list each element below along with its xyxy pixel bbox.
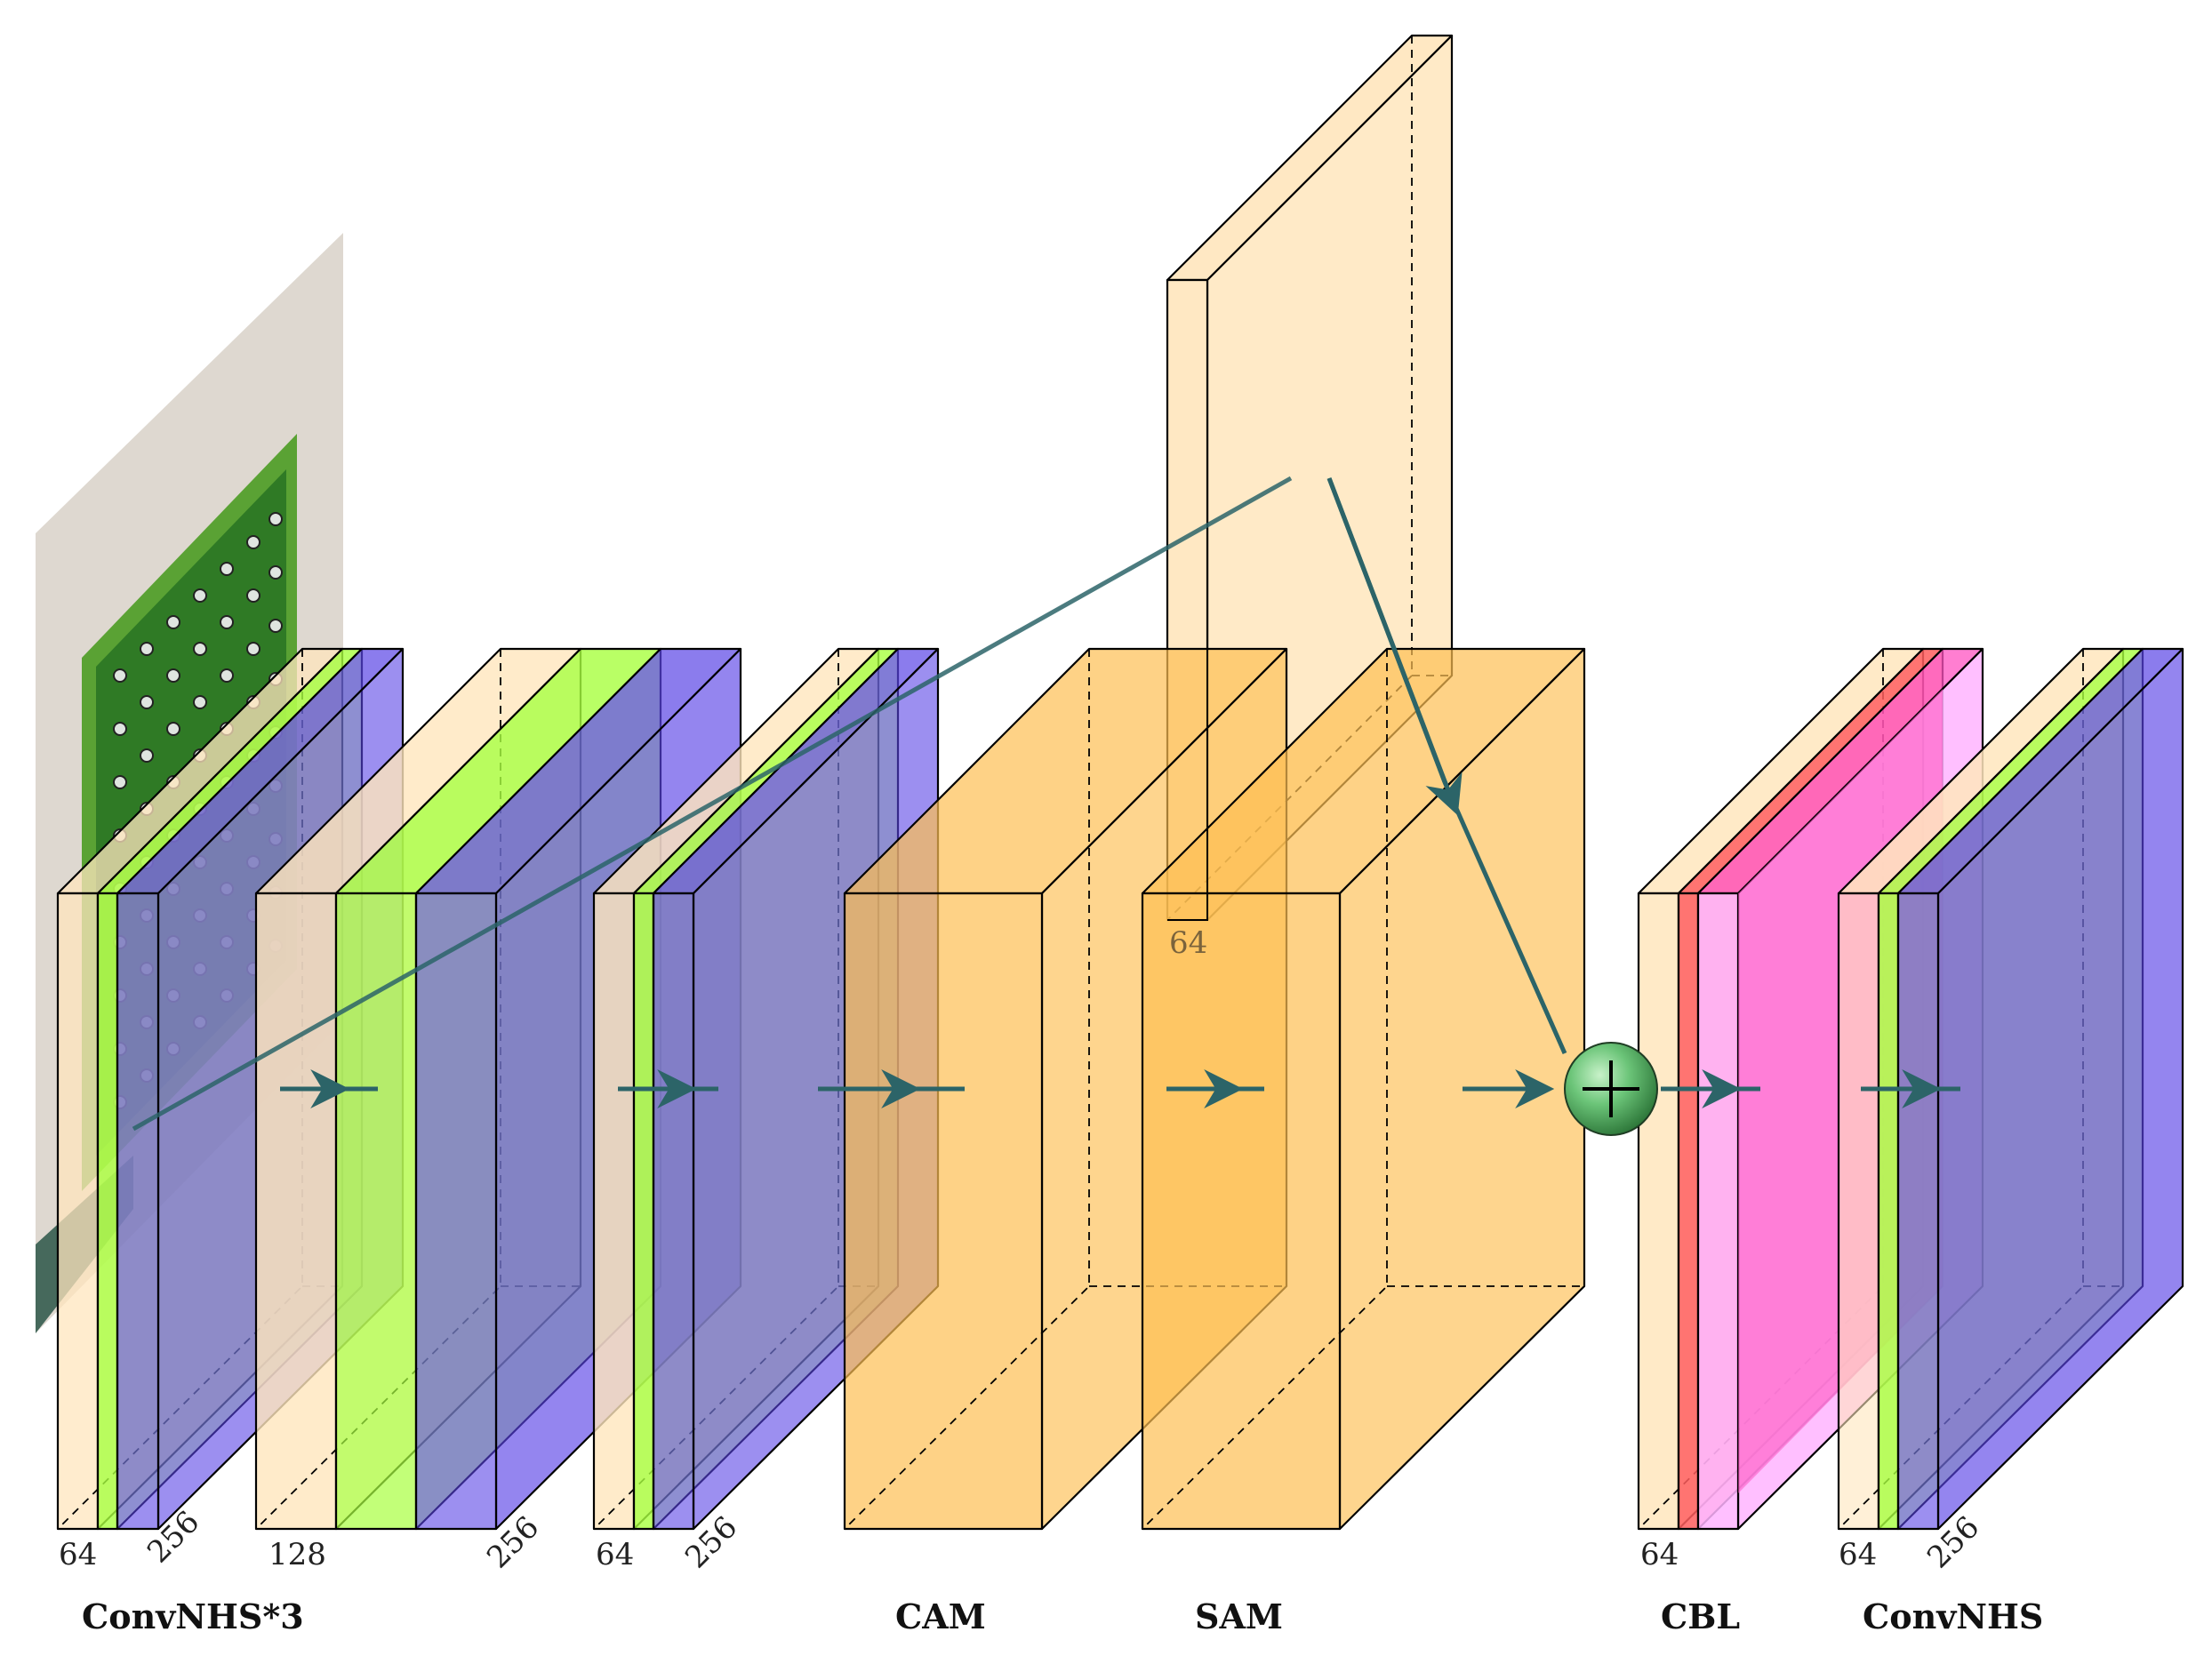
caption-sam: SAM — [1195, 1596, 1283, 1636]
sum-node — [1564, 1042, 1658, 1136]
label-64: 64 — [59, 1537, 97, 1572]
label-128: 128 — [268, 1537, 326, 1572]
skip-connection-down — [1442, 780, 1567, 1055]
skip-connection-down — [1326, 477, 1463, 816]
caption-convnhs: ConvNHS — [1863, 1596, 2043, 1636]
sam-block: SAM — [1141, 647, 1586, 1636]
convnhs-block: 64 256 ConvNHS — [1837, 647, 2184, 1636]
plus-sum-icon — [1583, 1060, 1639, 1117]
caption-cbl: CBL — [1661, 1596, 1740, 1636]
caption-convnhs3: ConvNHS*3 — [82, 1596, 304, 1636]
skip-source-front-outline — [1167, 280, 1208, 921]
forward-connections — [132, 476, 1960, 1132]
label-64: 64 — [1640, 1537, 1679, 1572]
convnhs-act-layer — [1896, 647, 2184, 1531]
label-64: 64 — [1839, 1537, 1877, 1572]
label-64: 64 — [596, 1537, 634, 1572]
label-64: 64 — [1169, 925, 1207, 961]
caption-cam: CAM — [895, 1596, 986, 1636]
skip-connection-up — [132, 476, 1293, 1132]
